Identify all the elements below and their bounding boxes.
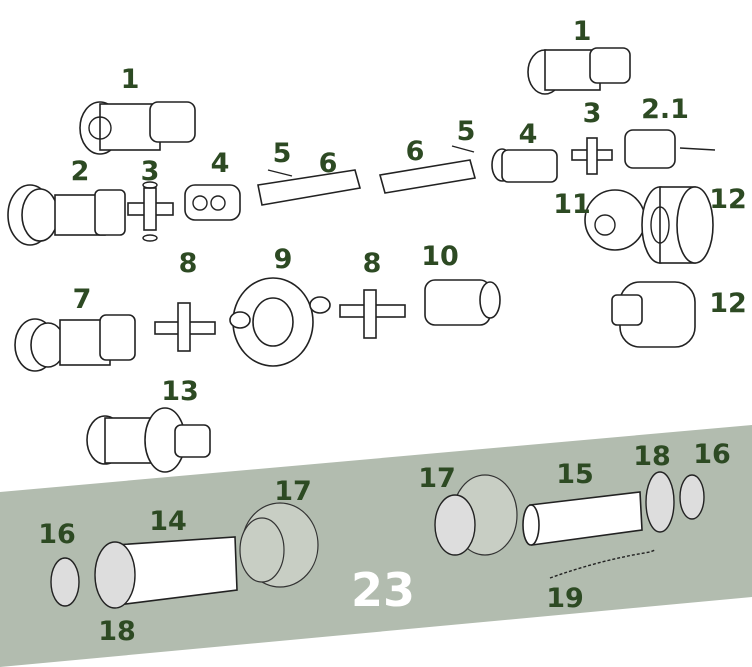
label-12-top: 12 bbox=[709, 184, 747, 215]
guard-cone-part-17-left bbox=[239, 502, 319, 588]
label-3-left: 3 bbox=[141, 156, 160, 187]
yoke-part-2-1 bbox=[624, 129, 716, 169]
friction-clutch-part-12-top bbox=[641, 186, 714, 264]
label-5-left: 5 bbox=[273, 138, 292, 169]
cross-part-8-left bbox=[154, 302, 216, 352]
label-3-right: 3 bbox=[583, 98, 602, 129]
label-1-left: 1 bbox=[121, 64, 140, 95]
label-6-left: 6 bbox=[319, 148, 338, 179]
label-7: 7 bbox=[73, 284, 92, 315]
label-17-left: 17 bbox=[274, 476, 312, 507]
yoke-part-1-left bbox=[79, 101, 196, 155]
yoke-part-2 bbox=[7, 184, 126, 246]
yoke-part-13 bbox=[86, 407, 211, 473]
guard-parts-band bbox=[0, 425, 752, 667]
centre-housing-part-9 bbox=[229, 277, 331, 367]
label-8-left: 8 bbox=[179, 248, 198, 279]
label-11: 11 bbox=[553, 189, 591, 220]
label-18-left: 18 bbox=[98, 616, 136, 647]
label-10: 10 bbox=[421, 241, 459, 272]
flange-yoke-part-11 bbox=[584, 189, 646, 251]
label-15: 15 bbox=[556, 459, 594, 490]
label-4-right: 4 bbox=[519, 119, 538, 150]
friction-clutch-part-12-bottom bbox=[611, 281, 696, 348]
pin-part-5-left bbox=[267, 169, 293, 177]
label-16-left: 16 bbox=[38, 519, 76, 550]
label-4-left: 4 bbox=[211, 148, 230, 179]
label-18-right: 18 bbox=[633, 441, 671, 472]
label-8-right: 8 bbox=[363, 248, 382, 279]
yoke-part-10 bbox=[424, 279, 501, 326]
retaining-ring-part-16-right bbox=[679, 474, 705, 520]
retaining-ring-part-16-left bbox=[50, 557, 80, 607]
tube-yoke-part-4-right bbox=[491, 148, 558, 183]
tube-yoke-part-4-left bbox=[184, 184, 241, 221]
guard-tube-part-15 bbox=[522, 471, 675, 546]
guard-tube-part-14 bbox=[94, 536, 238, 609]
yoke-part-1-right bbox=[527, 47, 631, 95]
tube-part-6-right bbox=[378, 159, 477, 194]
label-19: 19 bbox=[546, 583, 584, 614]
label-6-right: 6 bbox=[406, 136, 425, 167]
label-9: 9 bbox=[274, 244, 293, 275]
cross-part-3-right bbox=[571, 137, 613, 175]
guard-cone-part-17-right bbox=[434, 474, 518, 556]
pin-part-5-right bbox=[451, 145, 475, 153]
label-14: 14 bbox=[149, 506, 187, 537]
label-2: 2 bbox=[71, 156, 90, 187]
safety-chain-part-19 bbox=[549, 549, 656, 579]
label-17-right: 17 bbox=[418, 463, 456, 494]
label-5-right: 5 bbox=[457, 116, 476, 147]
cross-part-3-left bbox=[127, 181, 174, 242]
label-2-1: 2.1 bbox=[641, 94, 689, 125]
cross-part-8-right bbox=[339, 289, 406, 339]
label-12-bottom: 12 bbox=[709, 288, 747, 319]
label-16-right: 16 bbox=[693, 439, 731, 470]
yoke-part-7 bbox=[14, 314, 136, 372]
tube-part-6-left bbox=[257, 169, 362, 206]
label-1-right: 1 bbox=[573, 16, 592, 47]
label-23: 23 bbox=[351, 563, 415, 617]
label-13: 13 bbox=[161, 376, 199, 407]
